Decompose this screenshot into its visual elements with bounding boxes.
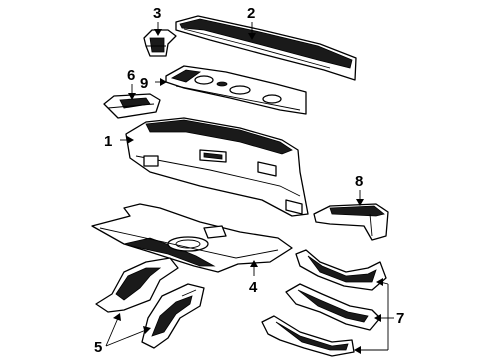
- part-9-package-tray: [165, 65, 307, 115]
- callout-7: 7: [396, 310, 404, 327]
- part-6-corner-bracket: [103, 93, 161, 119]
- callout-9: 9: [140, 75, 148, 92]
- part-3-bracket: [143, 29, 177, 57]
- part-4-floor-pan: [91, 203, 293, 273]
- callout-1: 1: [104, 133, 112, 150]
- part-5-frame-rails: [95, 257, 205, 349]
- callout-3: 3: [153, 5, 161, 22]
- callout-6: 6: [127, 67, 135, 84]
- part-7-frame-rails: [261, 249, 387, 357]
- part-1-rear-panel: [125, 117, 309, 217]
- callout-5: 5: [94, 339, 102, 356]
- part-2-shelf-panel: [175, 15, 357, 81]
- callout-labels: 1 2 3 4 5 6 7 8 9: [94, 5, 404, 356]
- leader-lines: [105, 22, 394, 354]
- callout-8: 8: [355, 173, 363, 190]
- part-8-side-rail: [313, 203, 389, 241]
- callout-2: 2: [247, 5, 255, 22]
- callout-4: 4: [249, 279, 258, 296]
